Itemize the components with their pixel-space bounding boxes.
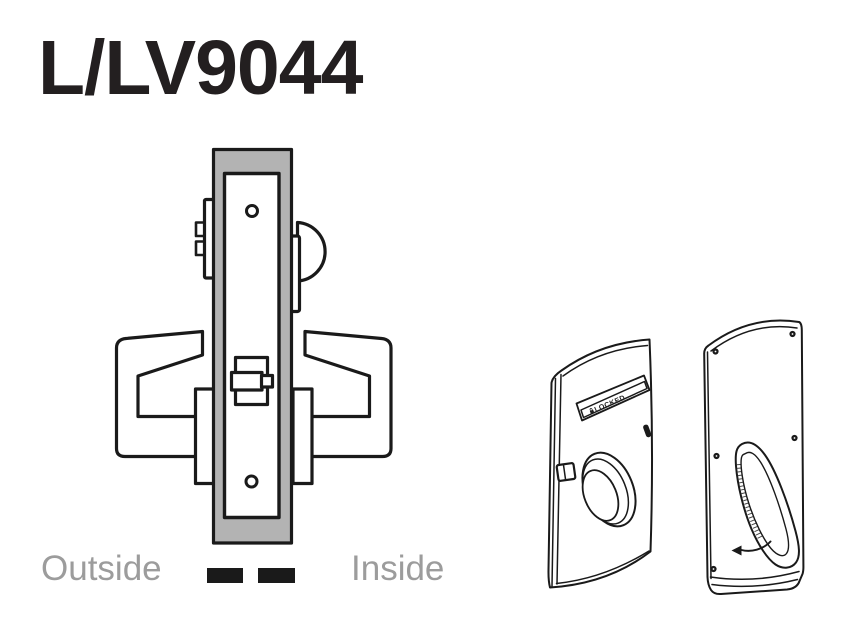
edge-clip — [555, 462, 577, 482]
inside-plate-bottom-bevel-1 — [709, 570, 800, 580]
faceplate-screw-bottom — [244, 474, 259, 489]
outside-plate-side-edge-2 — [551, 377, 557, 588]
faceplate-screw-top — [245, 204, 259, 218]
screw-hole — [791, 434, 798, 442]
inside-label: Inside — [351, 549, 445, 588]
inside-plate-bottom-bevel-2 — [711, 578, 799, 588]
mortise-lock-diagram — [114, 147, 393, 583]
thumbturn-top-face — [740, 451, 790, 557]
escutcheon-plates-illustration: LOCKED — [547, 319, 805, 596]
door-thickness-mark-left — [207, 568, 243, 583]
deadbolt-semicircle — [295, 220, 327, 283]
thumbturn — [734, 441, 800, 569]
screw-hole — [713, 452, 720, 460]
lever-mount-outside — [193, 387, 217, 486]
hub-spindle-square — [259, 373, 275, 389]
hub-spindle-bar — [229, 370, 264, 392]
outside-lever-handle — [114, 329, 205, 459]
door-thickness-mark-right — [258, 568, 295, 583]
screw-hole — [789, 330, 796, 338]
screw-hole — [710, 565, 717, 573]
inside-escutcheon-plate — [703, 319, 805, 596]
inside-plate-top-bevel — [710, 325, 798, 352]
inside-lever-handle — [303, 329, 393, 459]
outside-plate-bottom-bevel — [555, 550, 650, 585]
lever-mount-inside — [291, 387, 314, 486]
screw-holes — [710, 330, 798, 573]
inside-plate-side-edge — [706, 351, 712, 580]
outside-plate-top-bevel — [562, 344, 649, 377]
lock-faceplate — [222, 171, 281, 520]
page-title: L/LV9044 — [38, 25, 363, 111]
edge-bolt-tab — [643, 424, 652, 438]
outside-escutcheon-plate: LOCKED — [547, 338, 654, 589]
cylinder-opening — [581, 451, 637, 528]
rotation-arrow-head — [731, 545, 742, 556]
outside-label: Outside — [41, 549, 162, 588]
screw-hole — [712, 348, 719, 355]
locked-indicator-window — [580, 380, 648, 419]
rotation-arrow — [731, 540, 772, 556]
padlock-icon — [589, 408, 595, 414]
